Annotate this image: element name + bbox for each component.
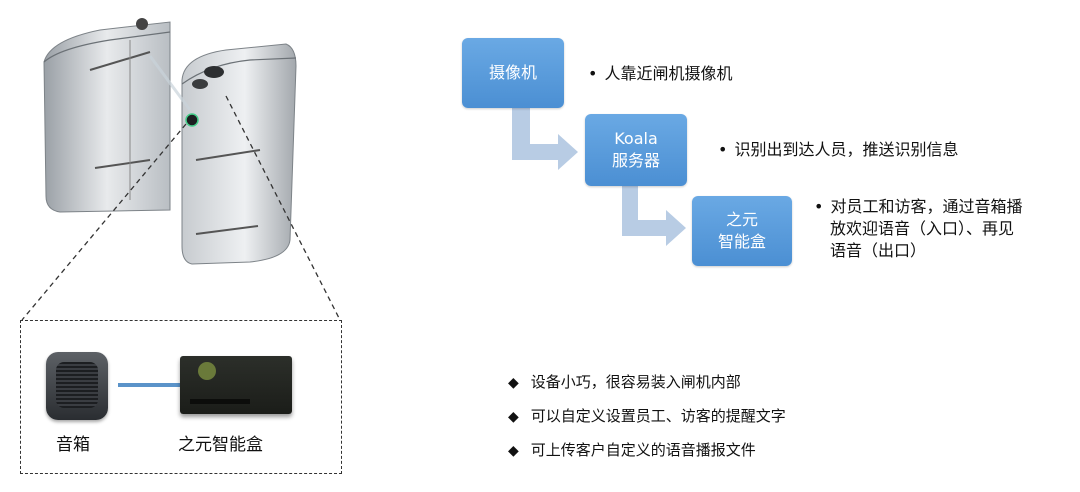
camera-description: 人靠近闸机摄像机 bbox=[588, 63, 732, 85]
smart-box-box: 之元 智能盒 bbox=[692, 196, 792, 266]
left-gate-cabinet bbox=[43, 18, 171, 213]
turnstile-gate-illustration bbox=[21, 18, 341, 321]
device-inset-frame bbox=[20, 320, 342, 474]
feature-item: ◆设备小巧，很容易装入闸机内部 bbox=[508, 373, 741, 391]
smart-box-description: 对员工和访客，通过音箱播 放欢迎语音（入口）、再见 语音（出口） bbox=[814, 196, 1076, 262]
zoom-line-left bbox=[21, 123, 187, 321]
speaker-box-connection bbox=[118, 383, 180, 387]
arrow-camera-to-server bbox=[512, 108, 578, 170]
smart-box-label: 之元智能盒 bbox=[178, 435, 263, 455]
smart-box-description-line-1: 对员工和访客，通过音箱播 bbox=[814, 196, 1076, 218]
camera-box-label: 摄像机 bbox=[488, 63, 537, 82]
arrow-server-to-box bbox=[622, 186, 686, 246]
smart-box-label-1: 之元 bbox=[725, 210, 758, 229]
speaker-icon bbox=[46, 352, 108, 420]
zoom-line-right bbox=[225, 95, 341, 321]
server-description: 识别出到达人员，推送识别信息 bbox=[718, 139, 958, 161]
camera-box: 摄像机 bbox=[462, 38, 564, 108]
koala-server-label-1: Koala bbox=[614, 129, 658, 148]
flow-arrows bbox=[512, 108, 686, 246]
diamond-bullet-icon: ◆ bbox=[508, 443, 519, 459]
smart-box-description-line-3: 语音（出口） bbox=[830, 241, 927, 260]
koala-server-label-2: 服务器 bbox=[611, 151, 660, 170]
diamond-bullet-icon: ◆ bbox=[508, 375, 519, 391]
diamond-bullet-icon: ◆ bbox=[508, 409, 519, 425]
smart-box-label-2: 智能盒 bbox=[717, 232, 766, 251]
feature-list: ◆设备小巧，很容易装入闸机内部 ◆可以自定义设置员工、访客的提醒文字 ◆可上传客… bbox=[508, 372, 1028, 461]
smart-box-icon bbox=[180, 356, 292, 414]
koala-server-box: Koala 服务器 bbox=[585, 114, 687, 186]
smart-box-description-line-2: 放欢迎语音（入口）、再见 bbox=[830, 219, 1015, 238]
feature-item: ◆可上传客户自定义的语音播报文件 bbox=[508, 441, 756, 459]
right-gate-cabinet bbox=[148, 43, 297, 265]
feature-item: ◆可以自定义设置员工、访客的提醒文字 bbox=[508, 407, 786, 425]
speaker-label: 音箱 bbox=[56, 435, 90, 455]
